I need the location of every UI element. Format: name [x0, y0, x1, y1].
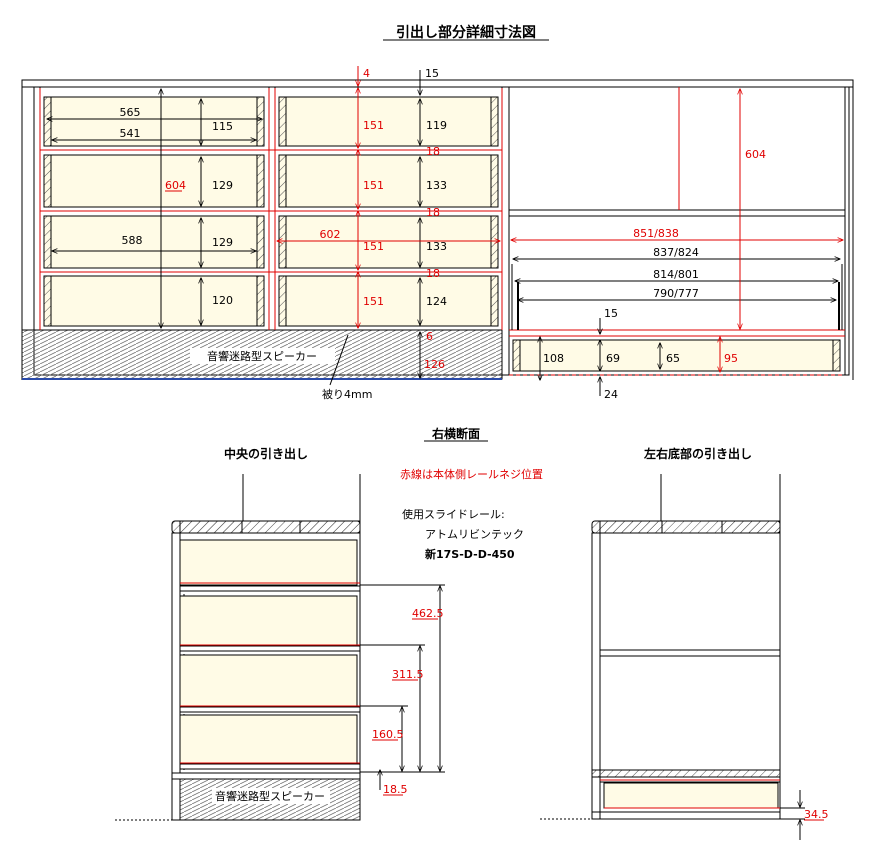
drawer-mid-3	[278, 215, 499, 269]
dim-565: 565	[120, 106, 141, 119]
drawer-left-2	[43, 154, 265, 208]
dim-124: 124	[426, 295, 447, 308]
dim-18-5: 18.5	[383, 783, 408, 796]
rail-maker: アトムリビンテック	[425, 528, 524, 541]
dim-65: 65	[666, 352, 680, 365]
center-drawer-label: 中央の引き出し	[224, 446, 308, 461]
divider-left	[268, 86, 276, 331]
drawer-right-bottom	[512, 339, 841, 372]
dim-4: 4	[363, 67, 370, 80]
dim-814: 814/801	[653, 268, 699, 281]
rail-model: 新17S-D-D-450	[425, 547, 515, 561]
drawer-mid-4	[278, 275, 499, 327]
front-view: 音響迷路型スピーカー	[21, 66, 854, 401]
dim-24: 24	[604, 388, 618, 401]
divider-right	[501, 86, 510, 376]
page-title: 引出し部分詳細寸法図	[396, 24, 536, 41]
right-shelf	[508, 209, 846, 217]
dim-95: 95	[724, 352, 738, 365]
dim-15b: 15	[604, 307, 618, 320]
dim-151b: 151	[363, 179, 384, 192]
dim-151d: 151	[363, 295, 384, 308]
dim-604a: 604	[165, 179, 186, 192]
dim-18a: 18	[426, 145, 440, 158]
dim-151c: 151	[363, 240, 384, 253]
dim-129b: 129	[212, 236, 233, 249]
dim-6: 6	[426, 330, 433, 343]
side-drawer	[603, 782, 779, 809]
dim-126: 126	[424, 358, 445, 371]
red-note: 赤線は本体側レールネジ位置	[400, 467, 543, 481]
dim-133b: 133	[426, 240, 447, 253]
dim-133a: 133	[426, 179, 447, 192]
dim-18b: 18	[426, 206, 440, 219]
section-title: 右横断面	[431, 426, 480, 441]
dim-120: 120	[212, 294, 233, 307]
dim-837: 837/824	[653, 246, 699, 259]
rail-lines-front	[39, 88, 503, 330]
dim-541: 541	[120, 127, 141, 140]
dim-602: 602	[320, 228, 341, 241]
drawer-mid-2	[278, 154, 499, 208]
speaker-label-section: 音響迷路型スピーカー	[215, 789, 325, 803]
drawer-left-4	[43, 275, 265, 327]
top-board	[21, 79, 854, 88]
speaker-label: 音響迷路型スピーカー	[207, 349, 317, 363]
dim-790: 790/777	[653, 287, 699, 300]
section-side: 34.5	[540, 474, 829, 840]
drawer-left-3	[43, 215, 265, 269]
dim-604b: 604	[745, 148, 766, 161]
dim-588: 588	[122, 234, 143, 247]
dim-115: 115	[212, 120, 233, 133]
dim-462-5: 462.5	[412, 607, 444, 620]
dim-34-5: 34.5	[804, 808, 829, 821]
dim-15a: 15	[425, 67, 439, 80]
left-right-drawer-label: 左右底部の引き出し	[643, 446, 752, 461]
rail-label: 使用スライドレール:	[402, 508, 505, 521]
side-shelf	[599, 649, 781, 657]
dim-69: 69	[606, 352, 620, 365]
cover-label: 被り4mm	[322, 388, 372, 401]
dim-108: 108	[543, 352, 564, 365]
dim-18c: 18	[426, 267, 440, 280]
drawer-mid-1	[278, 96, 499, 147]
dim-151a: 151	[363, 119, 384, 132]
dim-851: 851/838	[633, 227, 679, 240]
section-center: 音響迷路型スピーカー 462.5 311.5 160.5 18.5	[115, 474, 445, 821]
dim-119: 119	[426, 119, 447, 132]
dim-129a: 129	[212, 179, 233, 192]
dim-160-5: 160.5	[372, 728, 404, 741]
dim-311-5: 311.5	[392, 668, 424, 681]
